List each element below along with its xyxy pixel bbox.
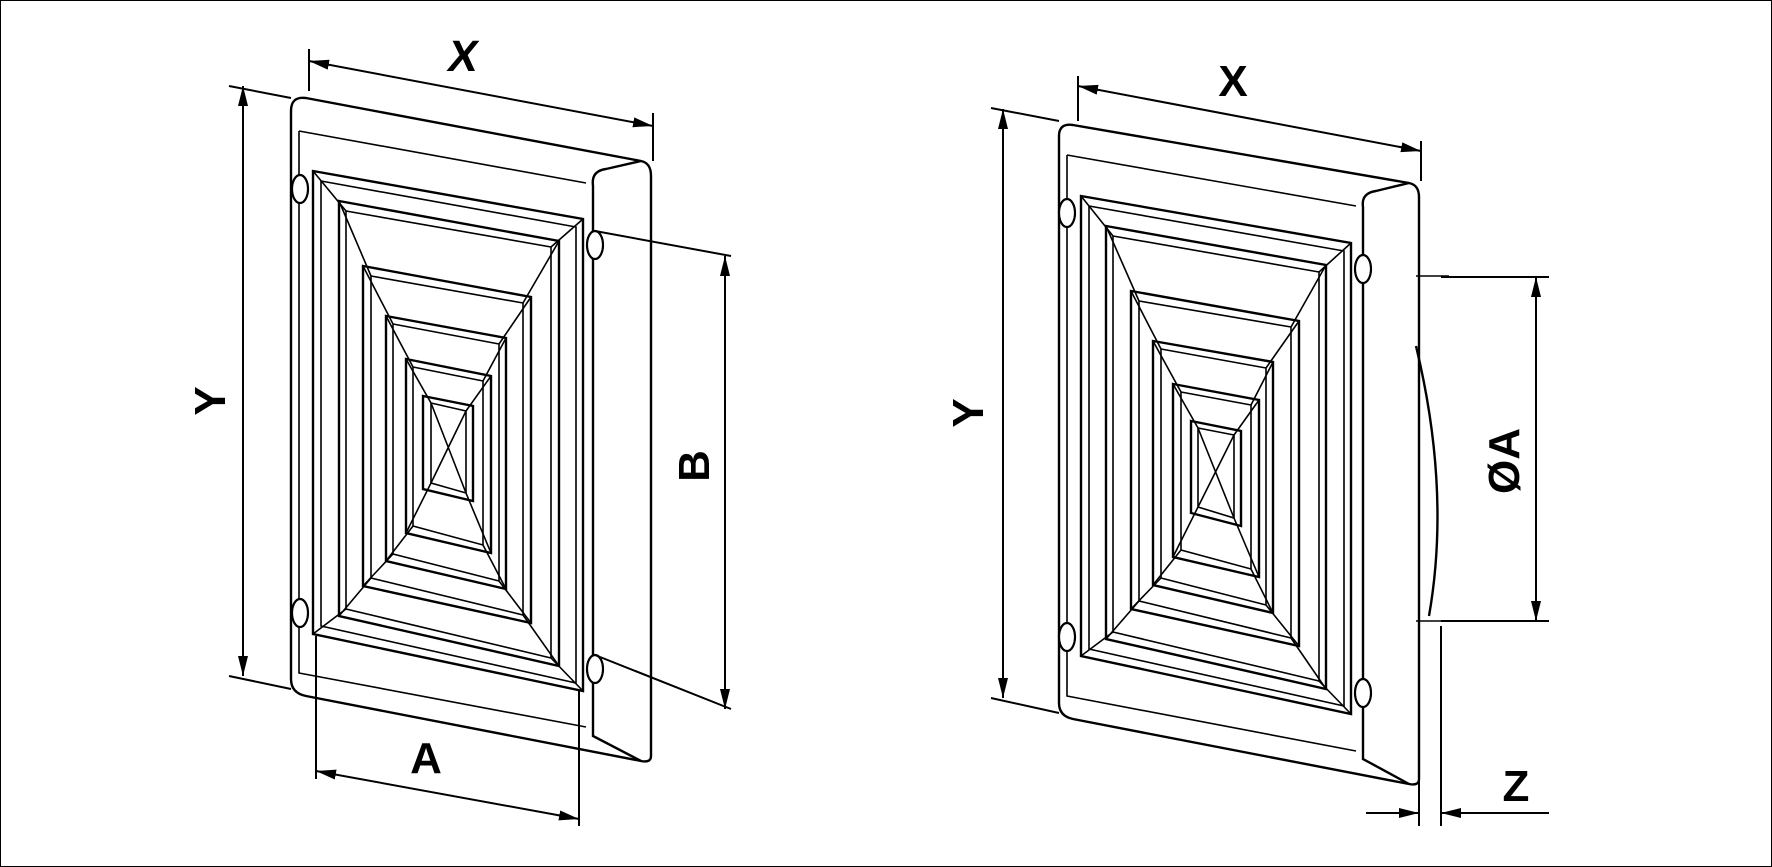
left-a-dimension-line: [315, 769, 580, 821]
left-frame-outline: [289, 96, 653, 763]
right-x-label: X: [1218, 57, 1247, 106]
right-frame-inner: [1066, 154, 1357, 752]
left-x-label: X: [444, 32, 482, 81]
left-x-dimension-line: [308, 59, 654, 128]
left-y-label: Y: [186, 386, 235, 415]
right-y-label: Y: [944, 398, 993, 427]
right-frame-outline: [1057, 123, 1421, 786]
right-screw-holes: [1057, 197, 1373, 709]
left-frame-inner: [298, 130, 587, 728]
left-b-label: B: [670, 450, 719, 482]
right-grille: [1057, 123, 1449, 786]
right-louvers: [1079, 194, 1353, 716]
right-diameter-label: ØA: [1480, 428, 1529, 494]
left-louvers: [311, 169, 585, 693]
right-z-label: Z: [1503, 762, 1530, 811]
left-a-label: A: [410, 734, 442, 783]
right-x-dimension-line: [1077, 84, 1422, 153]
right-spigot: [1414, 345, 1439, 617]
left-dimensions: [228, 49, 732, 826]
right-frame-side: [1361, 181, 1410, 786]
right-dimensions: [990, 76, 1549, 826]
left-frame-side: [591, 159, 642, 763]
left-grille: [289, 96, 653, 763]
